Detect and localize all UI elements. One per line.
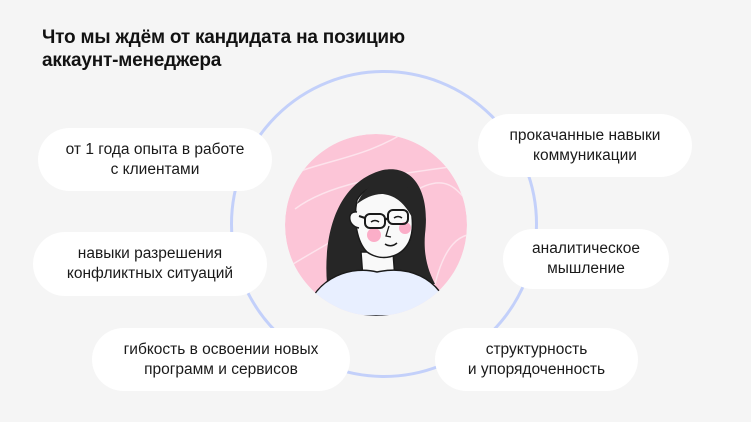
requirement-line-2: мышление — [547, 260, 625, 277]
requirement-line-2: коммуникации — [533, 146, 637, 164]
connector-ring — [230, 70, 538, 378]
requirement-line-1: аналитическое — [532, 240, 640, 257]
requirement-communication: прокачанные навыки коммуникации — [478, 114, 692, 177]
requirement-line-2: программ и сервисов — [144, 360, 298, 378]
requirement-line-2: с клиентами — [110, 160, 200, 178]
requirement-flexibility: гибкость в освоении новых программ и сер… — [92, 328, 350, 391]
page-title: Что мы ждём от кандидата на позицию акка… — [42, 26, 405, 72]
requirement-conflict-resolution: навыки разрешения конфликтных ситуаций — [33, 232, 267, 296]
requirement-line-1: от 1 года опыта в работе — [65, 140, 245, 158]
woman-avatar-icon — [285, 134, 467, 316]
requirement-line-2: конфликтных ситуаций — [66, 265, 234, 282]
title-line-1: Что мы ждём от кандидата на позицию — [42, 27, 405, 48]
requirement-line-1: структурность — [485, 340, 588, 358]
requirement-analytical-thinking: аналитическое мышление — [503, 229, 669, 289]
requirement-line-1: гибкость в освоении новых — [123, 340, 319, 358]
requirement-line-2: и упорядоченность — [467, 360, 606, 378]
requirement-line-1: прокачанные навыки — [509, 126, 661, 144]
requirement-structure: структурность и упорядоченность — [435, 328, 638, 391]
requirement-experience: от 1 года опыта в работе с клиентами — [38, 128, 272, 191]
title-line-2: аккаунт-менеджера — [42, 50, 222, 71]
requirement-line-1: навыки разрешения — [77, 245, 223, 262]
